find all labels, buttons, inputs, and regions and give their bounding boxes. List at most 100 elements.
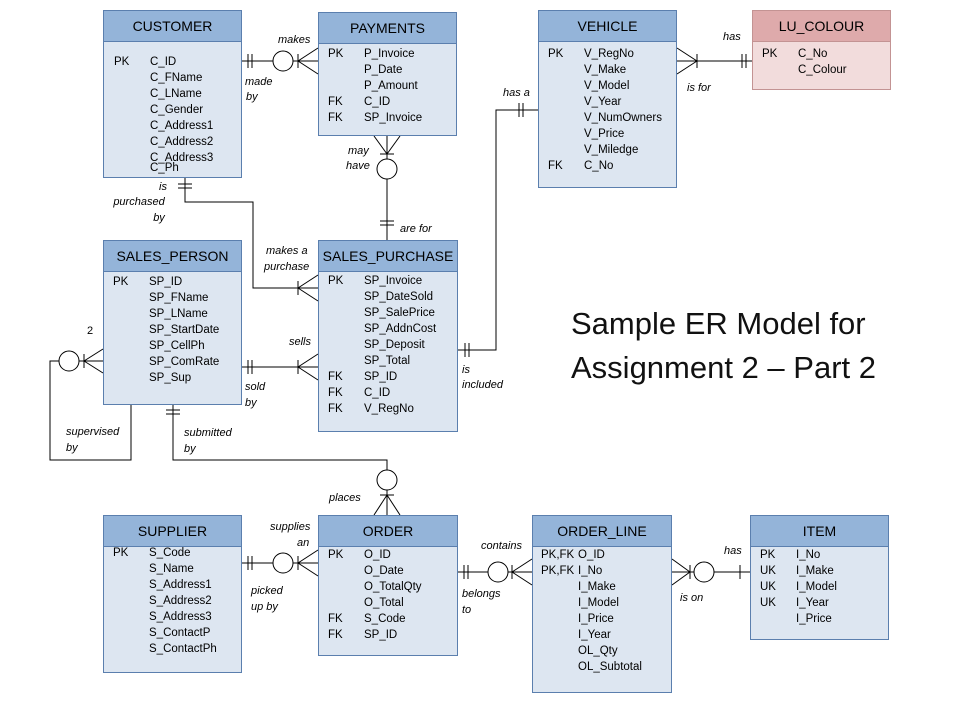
key-label: UK (760, 597, 776, 609)
attr: I_No (578, 565, 603, 577)
attr: V_Year (584, 96, 622, 108)
attr: C_Gender (150, 104, 204, 116)
label-is-included-2: included (462, 379, 503, 391)
attr: SP_Invoice (364, 112, 423, 124)
attr: SP_SalePrice (364, 307, 435, 319)
rel-supplier-order (242, 549, 319, 577)
label-may: may (348, 145, 369, 157)
label-purchased-by: by (153, 212, 165, 224)
label-are-for: are for (400, 223, 432, 235)
label-supplies: supplies (270, 521, 311, 533)
rel-vehicle-colour (676, 47, 752, 75)
label-is: is (159, 181, 167, 193)
entity-title: ORDER_LINE (533, 516, 671, 547)
attr: SP_LName (149, 308, 208, 320)
key-label: FK (548, 160, 563, 172)
label-made: made (245, 76, 273, 88)
label-submitted-by: by (184, 443, 196, 455)
attr: V_NumOwners (584, 112, 662, 124)
attr: P_Invoice (364, 48, 415, 60)
attr: O_Date (364, 565, 404, 577)
attr: S_Code (149, 547, 191, 559)
attr: S_ContactP (149, 627, 211, 639)
label-has: has (723, 31, 741, 43)
attr: I_Model (578, 597, 619, 609)
attr: S_Code (364, 613, 406, 625)
entity-order-line[interactable]: ORDER_LINE PK,FK PK,FK O_ID I_No I_Make … (532, 515, 672, 693)
key-label: PK (328, 549, 344, 561)
entity-supplier[interactable]: SUPPLIER PK S_Code S_Name S_Address1 S_A… (103, 515, 242, 673)
label-sold-by: by (245, 397, 257, 409)
attr: SP_ID (364, 629, 398, 641)
attr: C_ID (364, 387, 391, 399)
key-label: PK,FK (541, 565, 575, 577)
label-belongs-to: to (462, 604, 472, 616)
attr: V_RegNo (584, 48, 634, 60)
attr: C_ID (150, 56, 177, 68)
attr: O_ID (364, 549, 391, 561)
attr: S_Address2 (149, 595, 212, 607)
label-makes-a: makes a (266, 245, 308, 257)
attr: O_ID (578, 549, 605, 561)
key-label: PK (760, 549, 776, 561)
attr: C_Colour (798, 64, 847, 76)
rel-order-orderline (458, 558, 533, 586)
attr: C_No (798, 48, 828, 60)
key-label: PK (548, 48, 564, 60)
entity-customer[interactable]: CUSTOMER PK C_ID C_FName C_LName C_Gende… (103, 10, 242, 178)
entity-title: PAYMENTS (319, 13, 456, 44)
attr: V_RegNo (364, 403, 414, 415)
attr: I_Make (796, 565, 834, 577)
label-sold: sold (245, 381, 266, 393)
entity-title: LU_COLOUR (753, 11, 890, 42)
attr: I_Make (578, 581, 616, 593)
label-sells: sells (289, 336, 312, 348)
rel-vehicle-salespurchase (458, 103, 538, 357)
key-label: PK (113, 276, 129, 288)
rel-customer-salespurchase (178, 178, 319, 302)
label-has-a: has a (503, 87, 530, 99)
attr: S_ContactPh (149, 643, 217, 655)
entity-lu-colour[interactable]: LU_COLOUR PK C_No C_Colour (752, 10, 891, 90)
label-self-count: 2 (87, 325, 94, 337)
entity-title: ITEM (751, 516, 888, 547)
entity-sales-purchase[interactable]: SALES_PURCHASE PK FK FK FK SP_Invoice SP… (318, 240, 458, 432)
attr: SP_DateSold (364, 291, 434, 303)
attr: I_Year (796, 597, 829, 609)
label-belongs: belongs (462, 588, 501, 600)
key-label: UK (760, 581, 776, 593)
entity-sales-person[interactable]: SALES_PERSON PK SP_ID SP_FName SP_LName … (103, 240, 242, 405)
label-picked: picked (251, 585, 283, 597)
label-is-on: is on (680, 592, 704, 604)
attr: I_Price (796, 613, 832, 625)
label-supervised-by: by (66, 442, 78, 454)
title-line-1: Sample ER Model for (571, 306, 866, 341)
key-label: FK (328, 96, 343, 108)
attr: V_Price (584, 128, 625, 140)
rel-salesperson-order (166, 405, 401, 516)
label-item-has: has (724, 545, 742, 557)
key-label: PK (114, 56, 130, 68)
attr: C_No (584, 160, 614, 172)
attr: S_Address3 (149, 611, 212, 623)
attr: SP_Invoice (364, 275, 423, 287)
rel-salesperson-salespurchase (242, 353, 319, 381)
title-line-2: Assignment 2 – Part 2 (571, 350, 876, 385)
entity-order[interactable]: ORDER PK FK FK O_ID O_Date O_TotalQty O_… (318, 515, 458, 656)
entity-item[interactable]: ITEM PK UK UK UK I_No I_Make I_Model I_Y… (750, 515, 889, 640)
label-places: places (329, 492, 361, 504)
entity-payments[interactable]: PAYMENTS PK FK FK P_Invoice P_Date P_Amo… (318, 12, 457, 136)
entity-vehicle[interactable]: VEHICLE PK FK V_RegNo V_Make V_Model V_Y… (538, 10, 677, 188)
attr: C_ID (364, 96, 391, 108)
attr: SP_Deposit (364, 339, 425, 351)
attr: SP_AddnCost (364, 323, 437, 335)
attr: C_LName (150, 88, 202, 100)
key-label: FK (328, 629, 343, 641)
label-makes: makes (278, 34, 311, 46)
key-label: UK (760, 565, 776, 577)
key-label: FK (328, 403, 343, 415)
attr: SP_Total (364, 355, 411, 367)
label-made-by: by (246, 91, 258, 103)
label-purchased: purchased (113, 196, 165, 208)
